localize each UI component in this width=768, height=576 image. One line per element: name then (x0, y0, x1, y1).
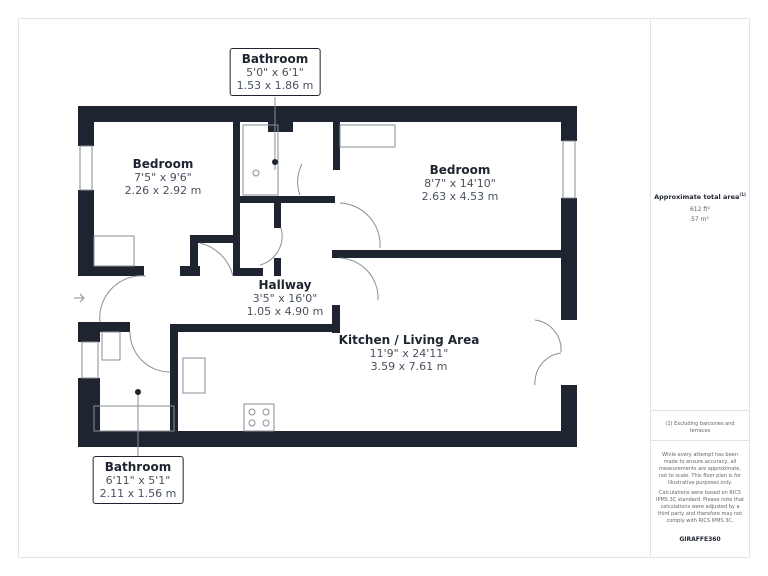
room-dim-metric: 3.59 x 7.61 m (370, 360, 448, 373)
window-bathroom (81, 341, 99, 379)
room-hallway: Hallway 3'5" x 16'0" 1.05 x 4.90 m (247, 278, 324, 318)
door-swing (297, 163, 303, 196)
room-bathroom-top: Bathroom 5'0" x 6'1" 1.53 x 1.86 m (229, 48, 321, 96)
fixtures (74, 97, 576, 456)
door-swing (339, 257, 379, 301)
room-name: Bathroom (104, 460, 172, 474)
wall-hall-right (332, 305, 340, 333)
room-dim-imperial: 11'9" x 24'11" (369, 347, 449, 360)
room-bedroom-2: Bedroom 8'7" x 14'10" 2.63 x 4.53 m (422, 163, 499, 203)
room-dim-metric: 1.05 x 4.90 m (246, 305, 324, 318)
wall-kitchen-top-left (170, 324, 340, 332)
divider (650, 410, 750, 411)
disclaimer: While every attempt has been made to ens… (658, 452, 741, 486)
door-swing (199, 242, 234, 277)
area-title-text: Approximate total area (654, 193, 740, 202)
shower-drain (252, 169, 260, 177)
window-right (562, 140, 576, 199)
brand-logo: GIRAFFE360 (679, 536, 721, 543)
wall-closet-left (190, 235, 198, 275)
room-name: Kitchen / Living Area (338, 333, 480, 347)
shower-tray (242, 124, 279, 196)
bathtub (93, 405, 175, 432)
area-sqm: 57 m² (691, 216, 709, 223)
divider (650, 440, 750, 441)
room-dim-imperial: 5'0" x 6'1" (246, 66, 304, 79)
wall-left-upper (78, 106, 94, 146)
toilet (101, 331, 121, 361)
page-frame (18, 18, 750, 558)
wall-bathroom2-right (170, 324, 178, 431)
wall-hall-stub (274, 203, 281, 228)
wardrobe-bedroom2 (339, 124, 396, 148)
room-name: Bathroom (241, 52, 309, 66)
room-dim-imperial: 6'11" x 5'1" (105, 474, 171, 487)
room-bedroom-1: Bedroom 7'5" x 9'6" 2.26 x 2.92 m (125, 157, 202, 197)
room-bathroom-bottom: Bathroom 6'11" x 5'1" 2.11 x 1.56 m (92, 456, 184, 504)
wall-left-mid (78, 190, 94, 276)
door-swing (99, 275, 147, 323)
wardrobe (93, 235, 135, 267)
room-dim-metric: 2.26 x 2.92 m (124, 184, 202, 197)
wall-left-lower1 (78, 322, 100, 342)
calculation-note: Calculations were based on RICS IPMS 3C … (655, 490, 744, 524)
room-dim-metric: 2.63 x 4.53 m (421, 190, 499, 203)
sink (182, 357, 206, 394)
wall-bedroom2-left (333, 122, 340, 170)
wall-right-2 (561, 198, 577, 320)
wall-bathroom-bottom (233, 196, 335, 203)
door-swing (259, 227, 283, 266)
wall-closet-top (190, 235, 240, 243)
room-kitchen-living: Kitchen / Living Area 11'9" x 24'11" 3.5… (339, 333, 480, 373)
room-name: Bedroom (132, 157, 194, 171)
wall-right-1 (561, 106, 577, 141)
area-title: Approximate total area(1) (650, 192, 750, 201)
walls (78, 106, 577, 447)
wall-bathroom-bulk (268, 122, 293, 132)
wall-bottom (78, 431, 577, 447)
window-left (79, 145, 93, 191)
room-name: Bedroom (429, 163, 491, 177)
french-doors (534, 319, 562, 386)
footnote: (1) Excluding balconies and terraces (665, 421, 735, 434)
door-swing (129, 331, 171, 373)
area-sqft: 612 ft² (689, 206, 711, 213)
area-footnote-ref: (1) (739, 192, 746, 197)
room-dim-imperial: 7'5" x 9'6" (134, 171, 192, 184)
room-name: Hallway (258, 278, 312, 292)
wall-kitchen-top (332, 250, 561, 258)
info-sidebar (650, 18, 751, 558)
wall-bathroom2-top (78, 322, 130, 332)
room-dim-imperial: 8'7" x 14'10" (424, 177, 496, 190)
wall-hall-bottom (233, 268, 263, 276)
entrance-arrow-icon (74, 293, 85, 303)
room-dim-metric: 2.11 x 1.56 m (99, 487, 177, 500)
room-dim-imperial: 3'5" x 16'0" (252, 292, 318, 305)
hob (243, 403, 275, 432)
wall-top (78, 106, 577, 122)
room-dim-metric: 1.53 x 1.86 m (236, 79, 314, 92)
wall-bedroom-bottom-left (78, 266, 144, 276)
wall-hall-stub2 (274, 258, 281, 276)
door-swing (339, 202, 381, 249)
